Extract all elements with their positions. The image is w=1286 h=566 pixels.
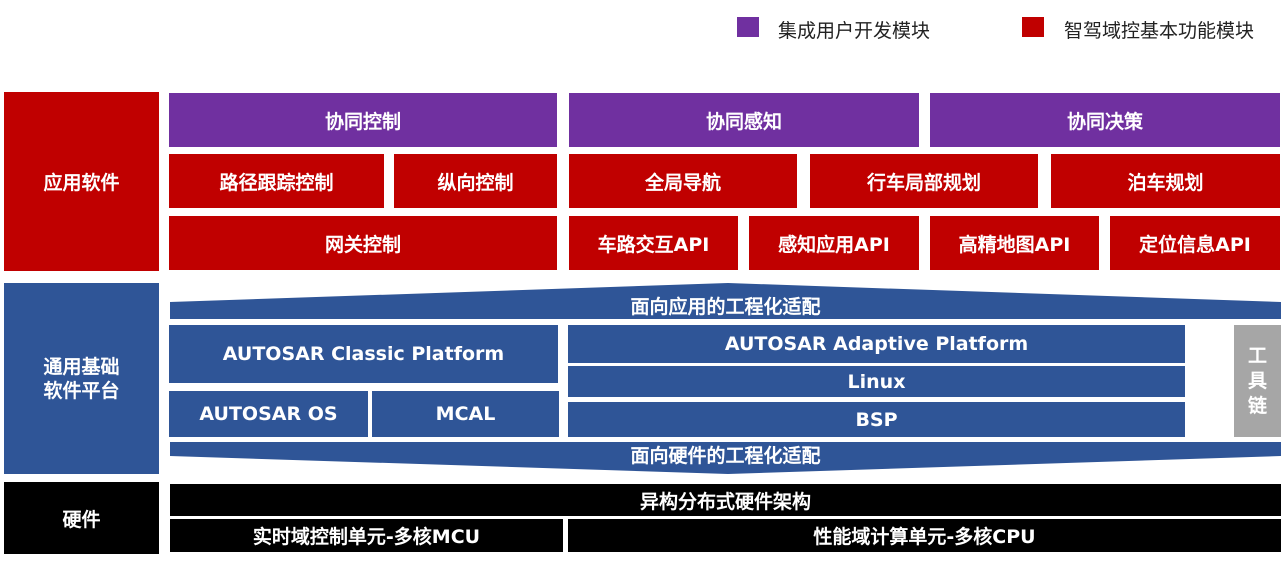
module-v2x-api: 车路交互API [569, 216, 738, 270]
legend-label-user-modules: 集成用户开发模块 [778, 19, 931, 42]
autosar-adaptive-platform: AUTOSAR Adaptive Platform [568, 325, 1185, 363]
mcal: MCAL [372, 391, 559, 437]
layer-platform: 通用基础 软件平台 [4, 283, 159, 474]
hw-adaptation-banner-shape [170, 442, 1281, 474]
layer-platform-line1: 通用基础 [43, 355, 120, 378]
app-adaptation-banner-shape [170, 283, 1281, 319]
performance-compute-unit: 性能域计算单元-多核CPU [568, 519, 1281, 552]
layer-application: 应用软件 [4, 92, 159, 271]
layer-platform-line2: 软件平台 [43, 379, 120, 402]
linux: Linux [568, 366, 1185, 397]
heterogeneous-hardware-architecture: 异构分布式硬件架构 [170, 484, 1281, 516]
module-hd-map-api: 高精地图API [930, 216, 1099, 270]
legend-swatch-basic-modules [1022, 17, 1044, 37]
module-local-planning: 行车局部规划 [810, 154, 1038, 208]
toolchain-char-2: 具 [1247, 369, 1267, 392]
layer-hardware: 硬件 [4, 482, 159, 554]
app-adaptation-label: 面向应用的工程化适配 [630, 296, 821, 318]
toolchain: 工 具 链 [1234, 325, 1281, 437]
module-longitudinal-control: 纵向控制 [394, 154, 557, 208]
hw-adaptation-label: 面向硬件的工程化适配 [630, 444, 821, 467]
module-parking-planning: 泊车规划 [1051, 154, 1280, 208]
legend-label-basic-modules: 智驾域控基本功能模块 [1064, 19, 1255, 42]
module-cooperative-decision: 协同决策 [930, 93, 1280, 147]
module-cooperative-perception: 协同感知 [569, 93, 919, 147]
module-global-navigation: 全局导航 [569, 154, 797, 208]
toolchain-char-3: 链 [1247, 394, 1267, 417]
legend-swatch-user-modules [737, 17, 759, 37]
toolchain-char-1: 工 [1247, 344, 1267, 367]
autosar-classic-platform: AUTOSAR Classic Platform [169, 325, 558, 383]
autosar-os: AUTOSAR OS [169, 391, 368, 437]
module-positioning-api: 定位信息API [1110, 216, 1280, 270]
bsp: BSP [568, 402, 1185, 437]
realtime-control-unit: 实时域控制单元-多核MCU [170, 519, 563, 552]
module-path-tracking-control: 路径跟踪控制 [169, 154, 384, 208]
module-gateway-control: 网关控制 [169, 216, 557, 270]
module-cooperative-control: 协同控制 [169, 93, 557, 147]
module-perception-api: 感知应用API [749, 216, 919, 270]
